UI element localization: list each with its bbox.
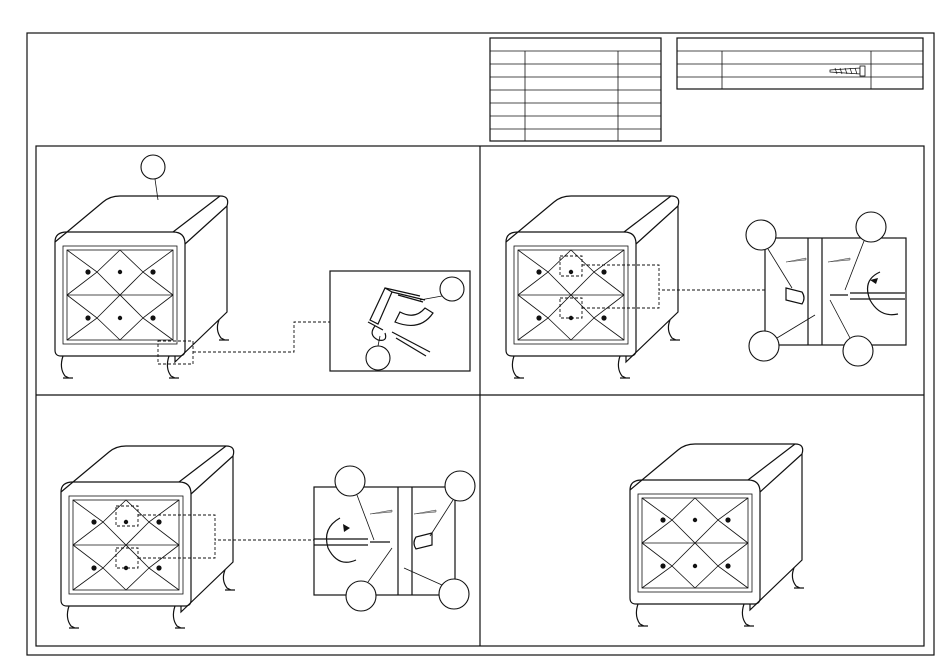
step-2-panel (506, 196, 906, 378)
callout-a (335, 466, 365, 496)
callout-c (366, 346, 390, 370)
detail-panel-knob (314, 487, 455, 595)
nightstand-drawing (61, 446, 235, 628)
nightstand-drawing (55, 196, 229, 378)
step-3-panel (61, 446, 475, 628)
step-1-panel (55, 155, 470, 378)
nightstand-drawing (506, 196, 680, 378)
nightstand-drawing-finished (630, 444, 804, 626)
parts-table (490, 38, 661, 141)
callout-a (746, 220, 776, 250)
callout-d (439, 579, 469, 609)
callout-c (346, 581, 376, 611)
callout-a (141, 155, 165, 179)
callout-b (440, 277, 464, 301)
callout-c (749, 331, 779, 361)
hardware-table (677, 38, 923, 89)
callout-d (843, 336, 873, 366)
detail-marker-bottom (560, 298, 582, 318)
callout-b (445, 471, 475, 501)
step-4-panel (630, 444, 804, 626)
detail-marker-bottom (116, 548, 138, 568)
callout-b (856, 212, 886, 242)
